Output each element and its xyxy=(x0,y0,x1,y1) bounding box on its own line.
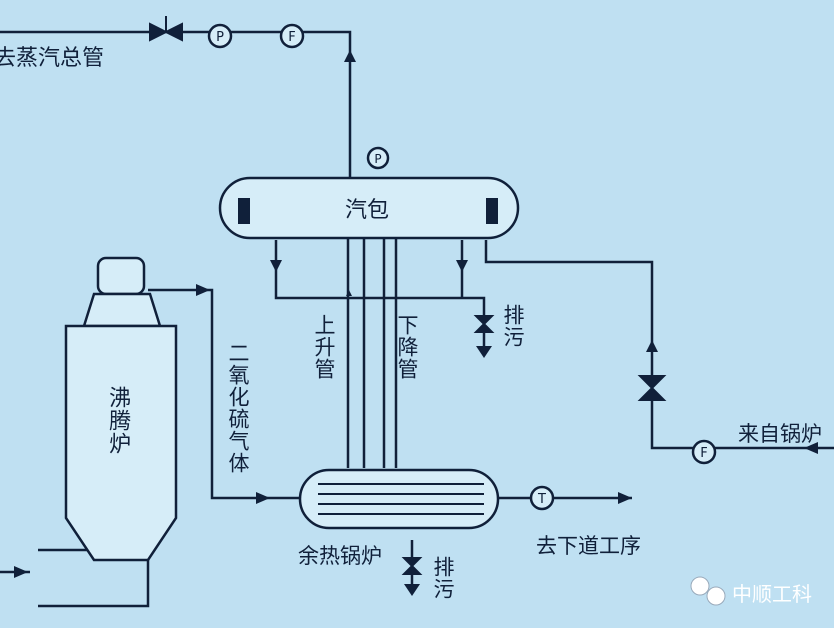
roaster-label: 沸腾炉 xyxy=(105,386,131,455)
pressure-gauge-steam-main xyxy=(207,23,233,49)
temperature-gauge-outlet-letter: T xyxy=(537,492,546,507)
boiler-blowdown-valve-icon xyxy=(401,557,423,575)
riser-label: 上升管 xyxy=(312,314,337,380)
arrow-drum-down-right-icon xyxy=(456,260,468,272)
flow-meter-steam-main-letter: F xyxy=(288,30,295,45)
steam-main-pipe xyxy=(0,30,352,178)
arrow-riser-icon xyxy=(346,290,352,296)
waste-heat-boiler-label: 余热锅炉 xyxy=(298,544,382,568)
steam-drum xyxy=(218,176,520,240)
feed-water-valve-icon xyxy=(637,375,667,401)
arrow-feed-up-icon xyxy=(646,340,658,352)
arrow-roaster-inlet-icon xyxy=(14,566,28,578)
temperature-gauge-outlet xyxy=(529,485,555,511)
flow-meter-feed-letter: F xyxy=(700,446,707,461)
downcomer-label: 下降管 xyxy=(395,314,420,380)
pressure-gauge-drum xyxy=(366,146,390,170)
from-boiler-label: 来自锅炉 xyxy=(738,422,822,446)
feed-water-pipe xyxy=(484,240,834,450)
drum-level-gauge-left xyxy=(238,198,250,224)
watermark-text: 中顺工科 xyxy=(732,582,812,606)
arrow-so2-boiler-icon xyxy=(256,492,270,504)
drum-blowdown-valve-icon xyxy=(473,315,495,333)
arrow-drum-down-left-icon xyxy=(270,260,282,272)
arrow-outlet-icon xyxy=(618,492,632,504)
drum-blowdown-label: 排污 xyxy=(501,304,526,348)
drum-blowdown-pipe xyxy=(274,240,486,356)
waste-heat-boiler xyxy=(298,468,500,530)
flow-meter-feed xyxy=(691,439,717,465)
flow-meter-steam-main xyxy=(279,23,305,49)
roaster-bottom-pipe-3 xyxy=(38,560,150,608)
boiler-blowdown-label: 排污 xyxy=(431,556,456,600)
arrow-steam-up-icon xyxy=(344,50,356,62)
next-process-label: 去下道工序 xyxy=(536,534,641,558)
pressure-gauge-drum-letter: P xyxy=(374,152,381,166)
watermark-logo xyxy=(690,576,726,606)
steam-main-label: 去蒸汽总管 xyxy=(0,46,105,71)
so2-gas-label: 二氧化硫气体 xyxy=(226,342,251,474)
roaster xyxy=(64,256,178,562)
arrow-so2-right-icon xyxy=(196,284,210,296)
pressure-gauge-steam-main-letter: P xyxy=(216,30,224,45)
arrow-feed-left-icon xyxy=(804,442,818,454)
arrow-blowdown-1-icon xyxy=(476,346,492,358)
steam-drum-label: 汽包 xyxy=(345,198,390,223)
drum-level-gauge-right xyxy=(486,198,498,224)
arrow-boiler-blowdown-icon xyxy=(404,584,420,596)
